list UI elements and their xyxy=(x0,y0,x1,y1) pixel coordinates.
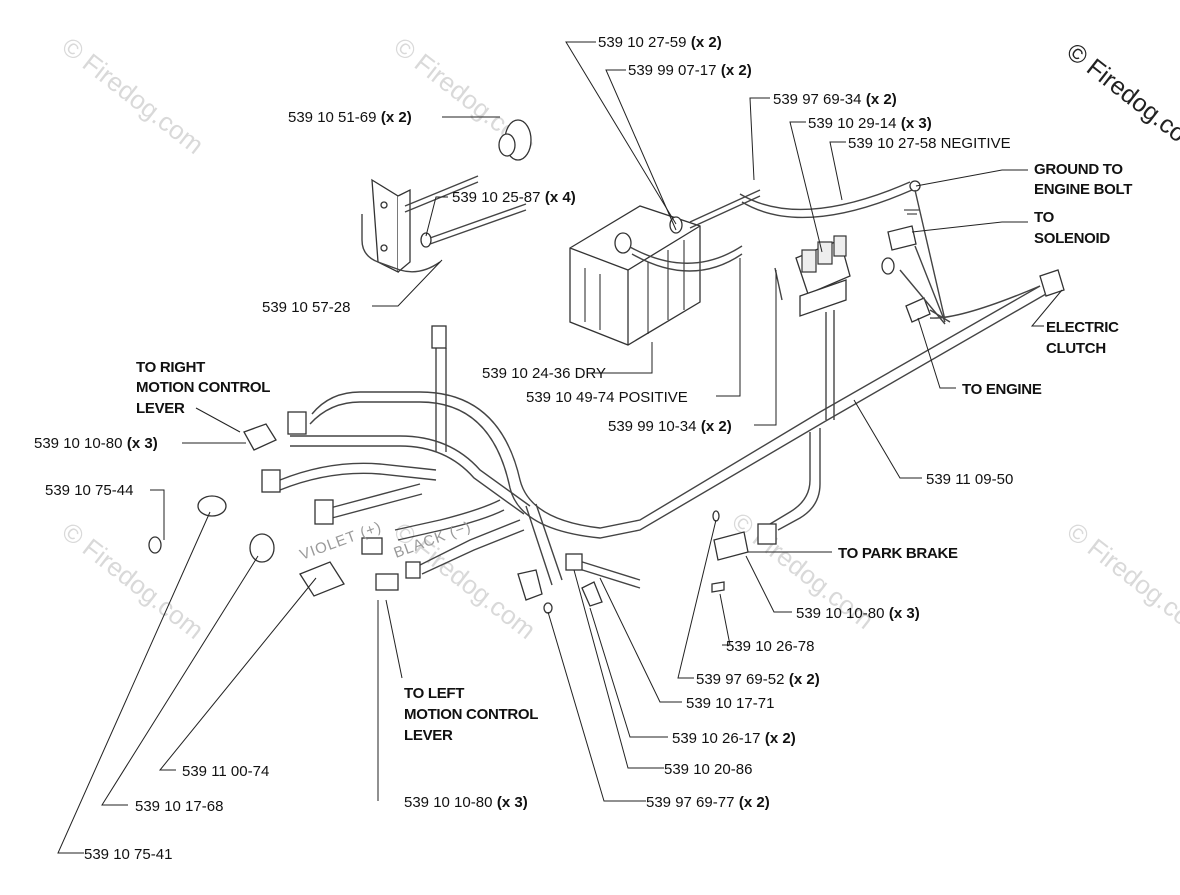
part-label: 539 10 57-28 xyxy=(262,299,350,316)
callout-park-brake: TO PARK BRAKE xyxy=(838,545,958,562)
part-label: 539 10 10-80 (x 3) xyxy=(404,794,528,811)
part-label: 539 10 25-87 (x 4) xyxy=(452,189,576,206)
part-label: 539 10 75-44 xyxy=(45,482,133,499)
callout-engine: TO ENGINE xyxy=(962,381,1042,398)
battery xyxy=(569,181,913,346)
part-label: 539 10 29-14 (x 3) xyxy=(808,115,932,132)
callout-left-lever: TO LEFT MOTION CONTROL LEVER xyxy=(404,685,542,744)
watermark: © Firedog.com xyxy=(1061,516,1180,645)
callout-electric-clutch: ELECTRIC CLUTCH xyxy=(1046,319,1122,357)
corner-watermark: © Firedog.co xyxy=(1061,38,1180,148)
part-label: 539 10 49-74 POSITIVE xyxy=(526,389,688,406)
bracket-assembly xyxy=(361,119,532,274)
part-label: 539 10 17-71 xyxy=(686,695,774,712)
part-labels: 539 10 27-59 (x 2) 539 99 07-17 (x 2) 53… xyxy=(34,34,1013,863)
part-label: 539 11 00-74 xyxy=(182,763,269,780)
part-label: 539 97 69-77 (x 2) xyxy=(646,794,770,811)
part-label: 539 10 10-80 (x 3) xyxy=(796,605,920,622)
part-label: 539 97 69-34 (x 2) xyxy=(773,91,897,108)
part-label: 539 10 24-36 DRY xyxy=(482,365,606,382)
watermark: © Firedog.com xyxy=(56,31,209,160)
part-label: 539 10 10-80 (x 3) xyxy=(34,435,158,452)
callout-solenoid: TO SOLENOID xyxy=(1034,209,1110,247)
relay-block xyxy=(774,235,851,420)
part-label: 539 97 69-52 (x 2) xyxy=(696,671,820,688)
part-label: 539 10 20-86 xyxy=(664,761,752,778)
part-label: 539 11 09-50 xyxy=(926,471,1013,488)
part-label: 539 10 51-69 (x 2) xyxy=(288,109,412,126)
engine-connectors xyxy=(881,180,1065,325)
part-label: 539 10 27-59 (x 2) xyxy=(598,34,722,51)
part-label: 539 10 75-41 xyxy=(84,846,172,863)
part-label: 539 99 07-17 (x 2) xyxy=(628,62,752,79)
part-label: 539 99 10-34 (x 2) xyxy=(608,418,732,435)
watermark: © Firedog.com xyxy=(56,516,209,645)
main-harness xyxy=(279,285,1047,589)
callout-right-lever: TO RIGHT MOTION CONTROL LEVER xyxy=(136,359,274,417)
part-label: 539 10 27-58 NEGITIVE xyxy=(848,135,1011,152)
part-label: 539 10 26-17 (x 2) xyxy=(672,730,796,747)
callout-ground: GROUND TO ENGINE BOLT xyxy=(1034,161,1132,198)
part-label: 539 10 17-68 xyxy=(135,798,223,815)
part-label: 539 10 26-78 xyxy=(726,638,814,655)
leader-lines xyxy=(57,41,1063,854)
callout-labels: GROUND TO ENGINE BOLT TO SOLENOID ELECTR… xyxy=(136,161,1133,744)
